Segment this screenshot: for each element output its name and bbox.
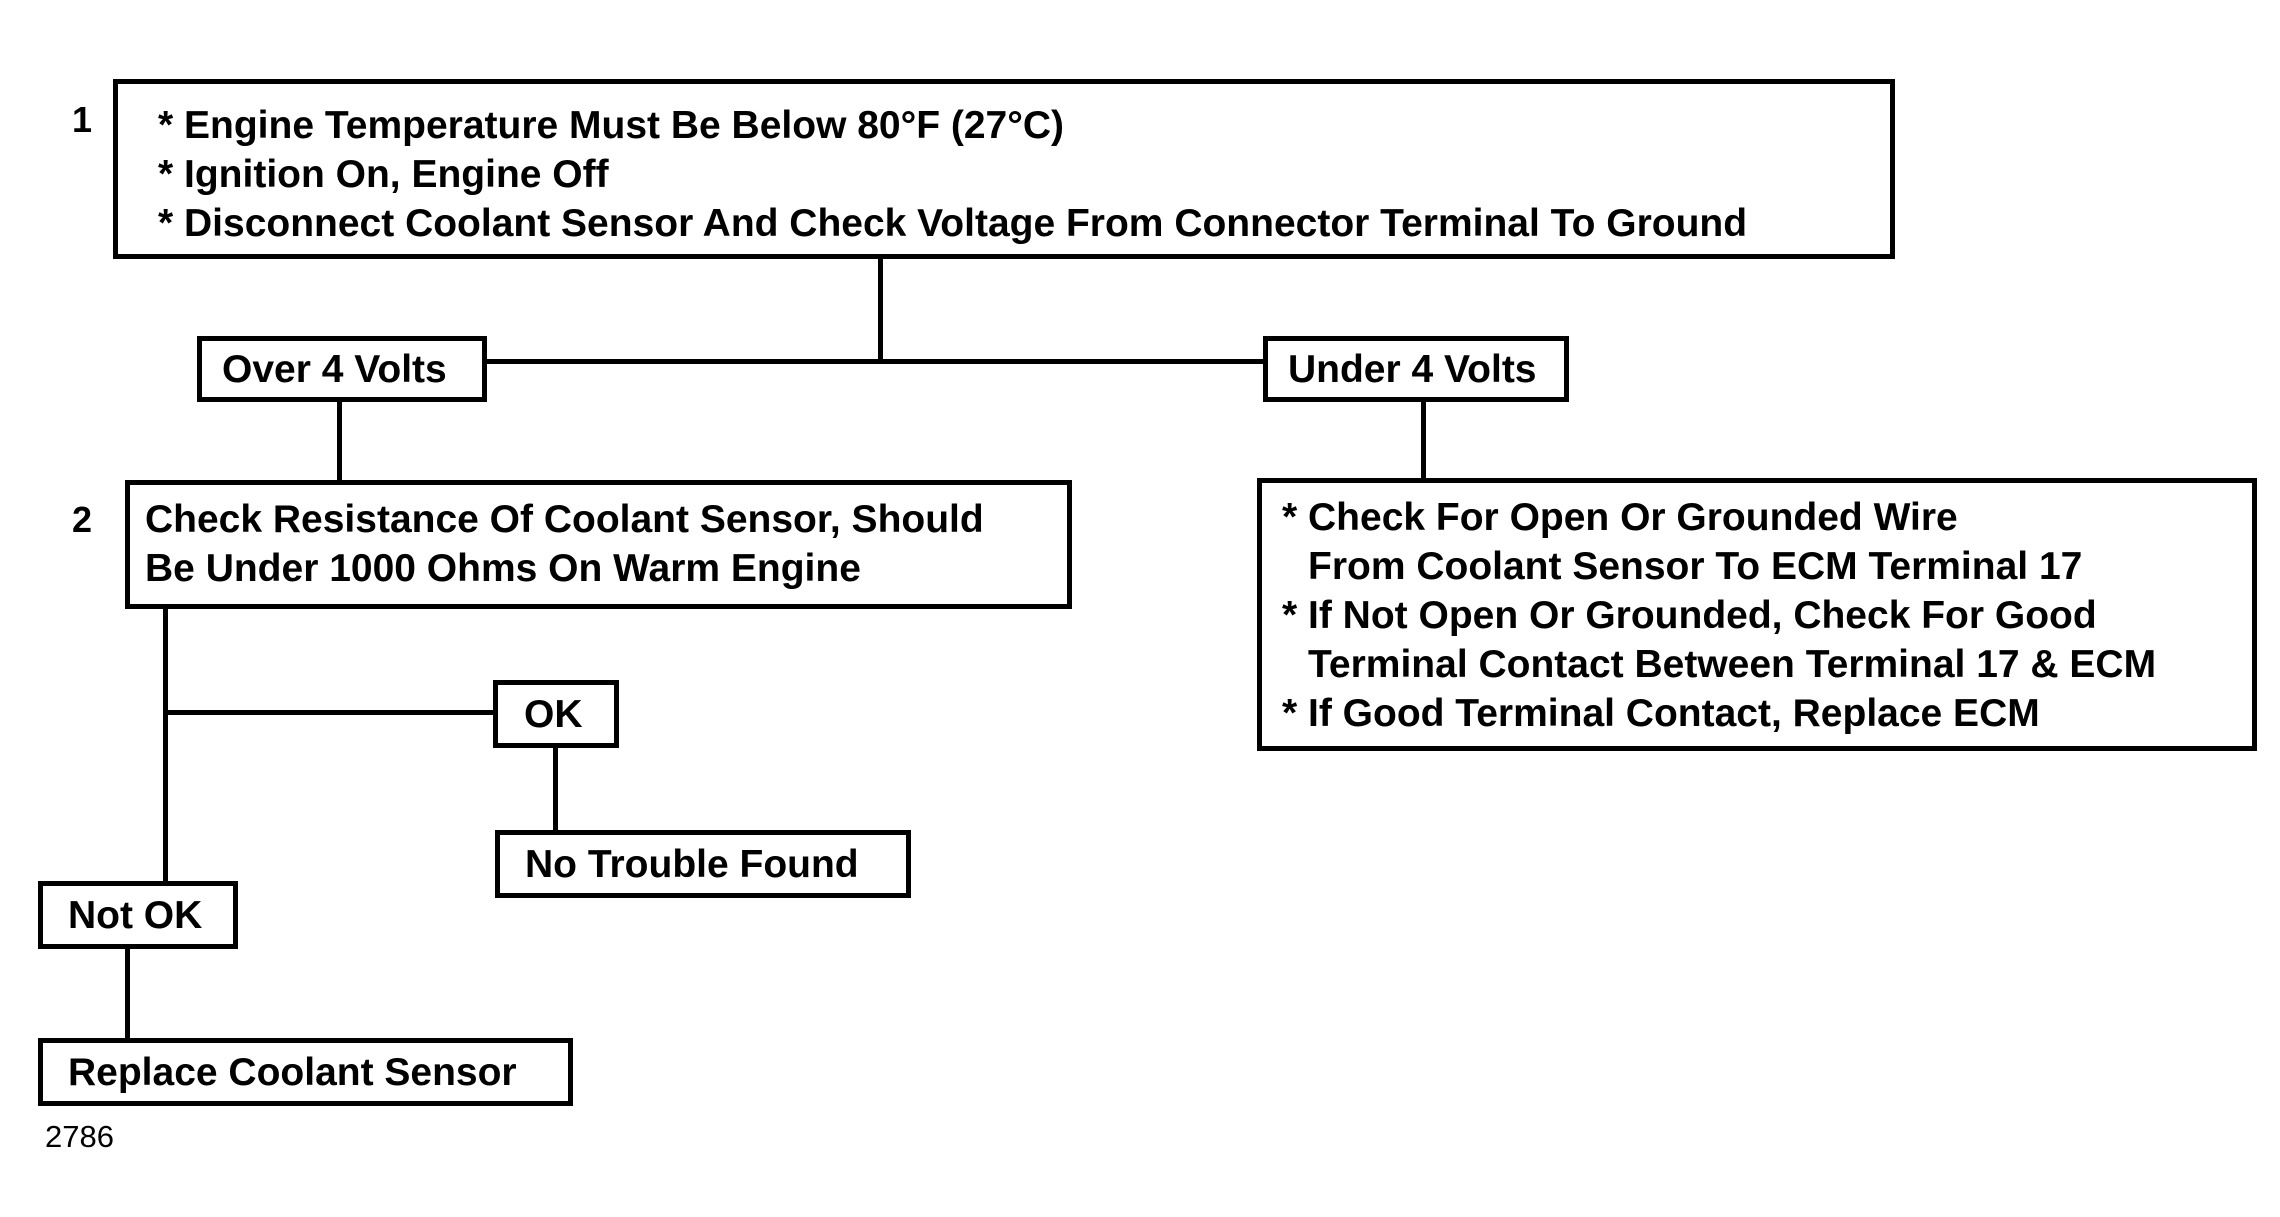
action-line-2: From Coolant Sensor To ECM Terminal 17 — [1308, 545, 2083, 588]
step1-box: * Engine Temperature Must Be Below 80°F … — [113, 79, 1895, 259]
over-4-volts-label: Over 4 Volts — [222, 348, 447, 391]
under-4-volts-action-box: * Check For Open Or Grounded Wire From C… — [1257, 478, 2257, 751]
connector-ok-to-no-trouble — [553, 746, 558, 832]
no-trouble-found-box: No Trouble Found — [495, 830, 911, 898]
connector-step1-to-branch — [878, 257, 883, 361]
connector-trunk-to-ok — [163, 710, 495, 715]
step2-line-2: Be Under 1000 Ohms On Warm Engine — [145, 547, 861, 590]
step1-line-2: * Ignition On, Engine Off — [158, 153, 609, 196]
replace-coolant-sensor-label: Replace Coolant Sensor — [68, 1051, 517, 1094]
connector-over4-to-step2 — [337, 400, 342, 482]
under-4-volts-label: Under 4 Volts — [1288, 348, 1537, 391]
connector-step2-trunk — [163, 607, 168, 887]
action-line-1: * Check For Open Or Grounded Wire — [1282, 496, 1958, 539]
not-ok-box: Not OK — [38, 881, 238, 949]
step1-line-3: * Disconnect Coolant Sensor And Check Vo… — [158, 202, 1748, 245]
no-trouble-found-label: No Trouble Found — [525, 843, 859, 886]
figure-number: 2786 — [45, 1119, 114, 1154]
step2-box: Check Resistance Of Coolant Sensor, Shou… — [125, 480, 1072, 609]
not-ok-label: Not OK — [68, 894, 203, 937]
action-line-5: * If Good Terminal Contact, Replace ECM — [1282, 692, 2040, 735]
connector-under4-to-action — [1421, 400, 1426, 480]
action-line-4: Terminal Contact Between Terminal 17 & E… — [1308, 643, 2157, 686]
under-4-volts-box: Under 4 Volts — [1263, 336, 1569, 402]
connector-notok-to-replace — [125, 947, 130, 1040]
step1-line-1: * Engine Temperature Must Be Below 80°F … — [158, 104, 1064, 147]
ok-label: OK — [524, 693, 583, 736]
ok-box: OK — [493, 680, 619, 748]
replace-coolant-sensor-box: Replace Coolant Sensor — [38, 1038, 573, 1106]
step-number-1: 1 — [72, 99, 93, 140]
action-line-3: * If Not Open Or Grounded, Check For Goo… — [1282, 594, 2097, 637]
step-number-2: 2 — [72, 499, 93, 540]
connector-voltage-branch — [485, 359, 1265, 364]
over-4-volts-box: Over 4 Volts — [197, 336, 487, 402]
step2-line-1: Check Resistance Of Coolant Sensor, Shou… — [145, 498, 984, 541]
